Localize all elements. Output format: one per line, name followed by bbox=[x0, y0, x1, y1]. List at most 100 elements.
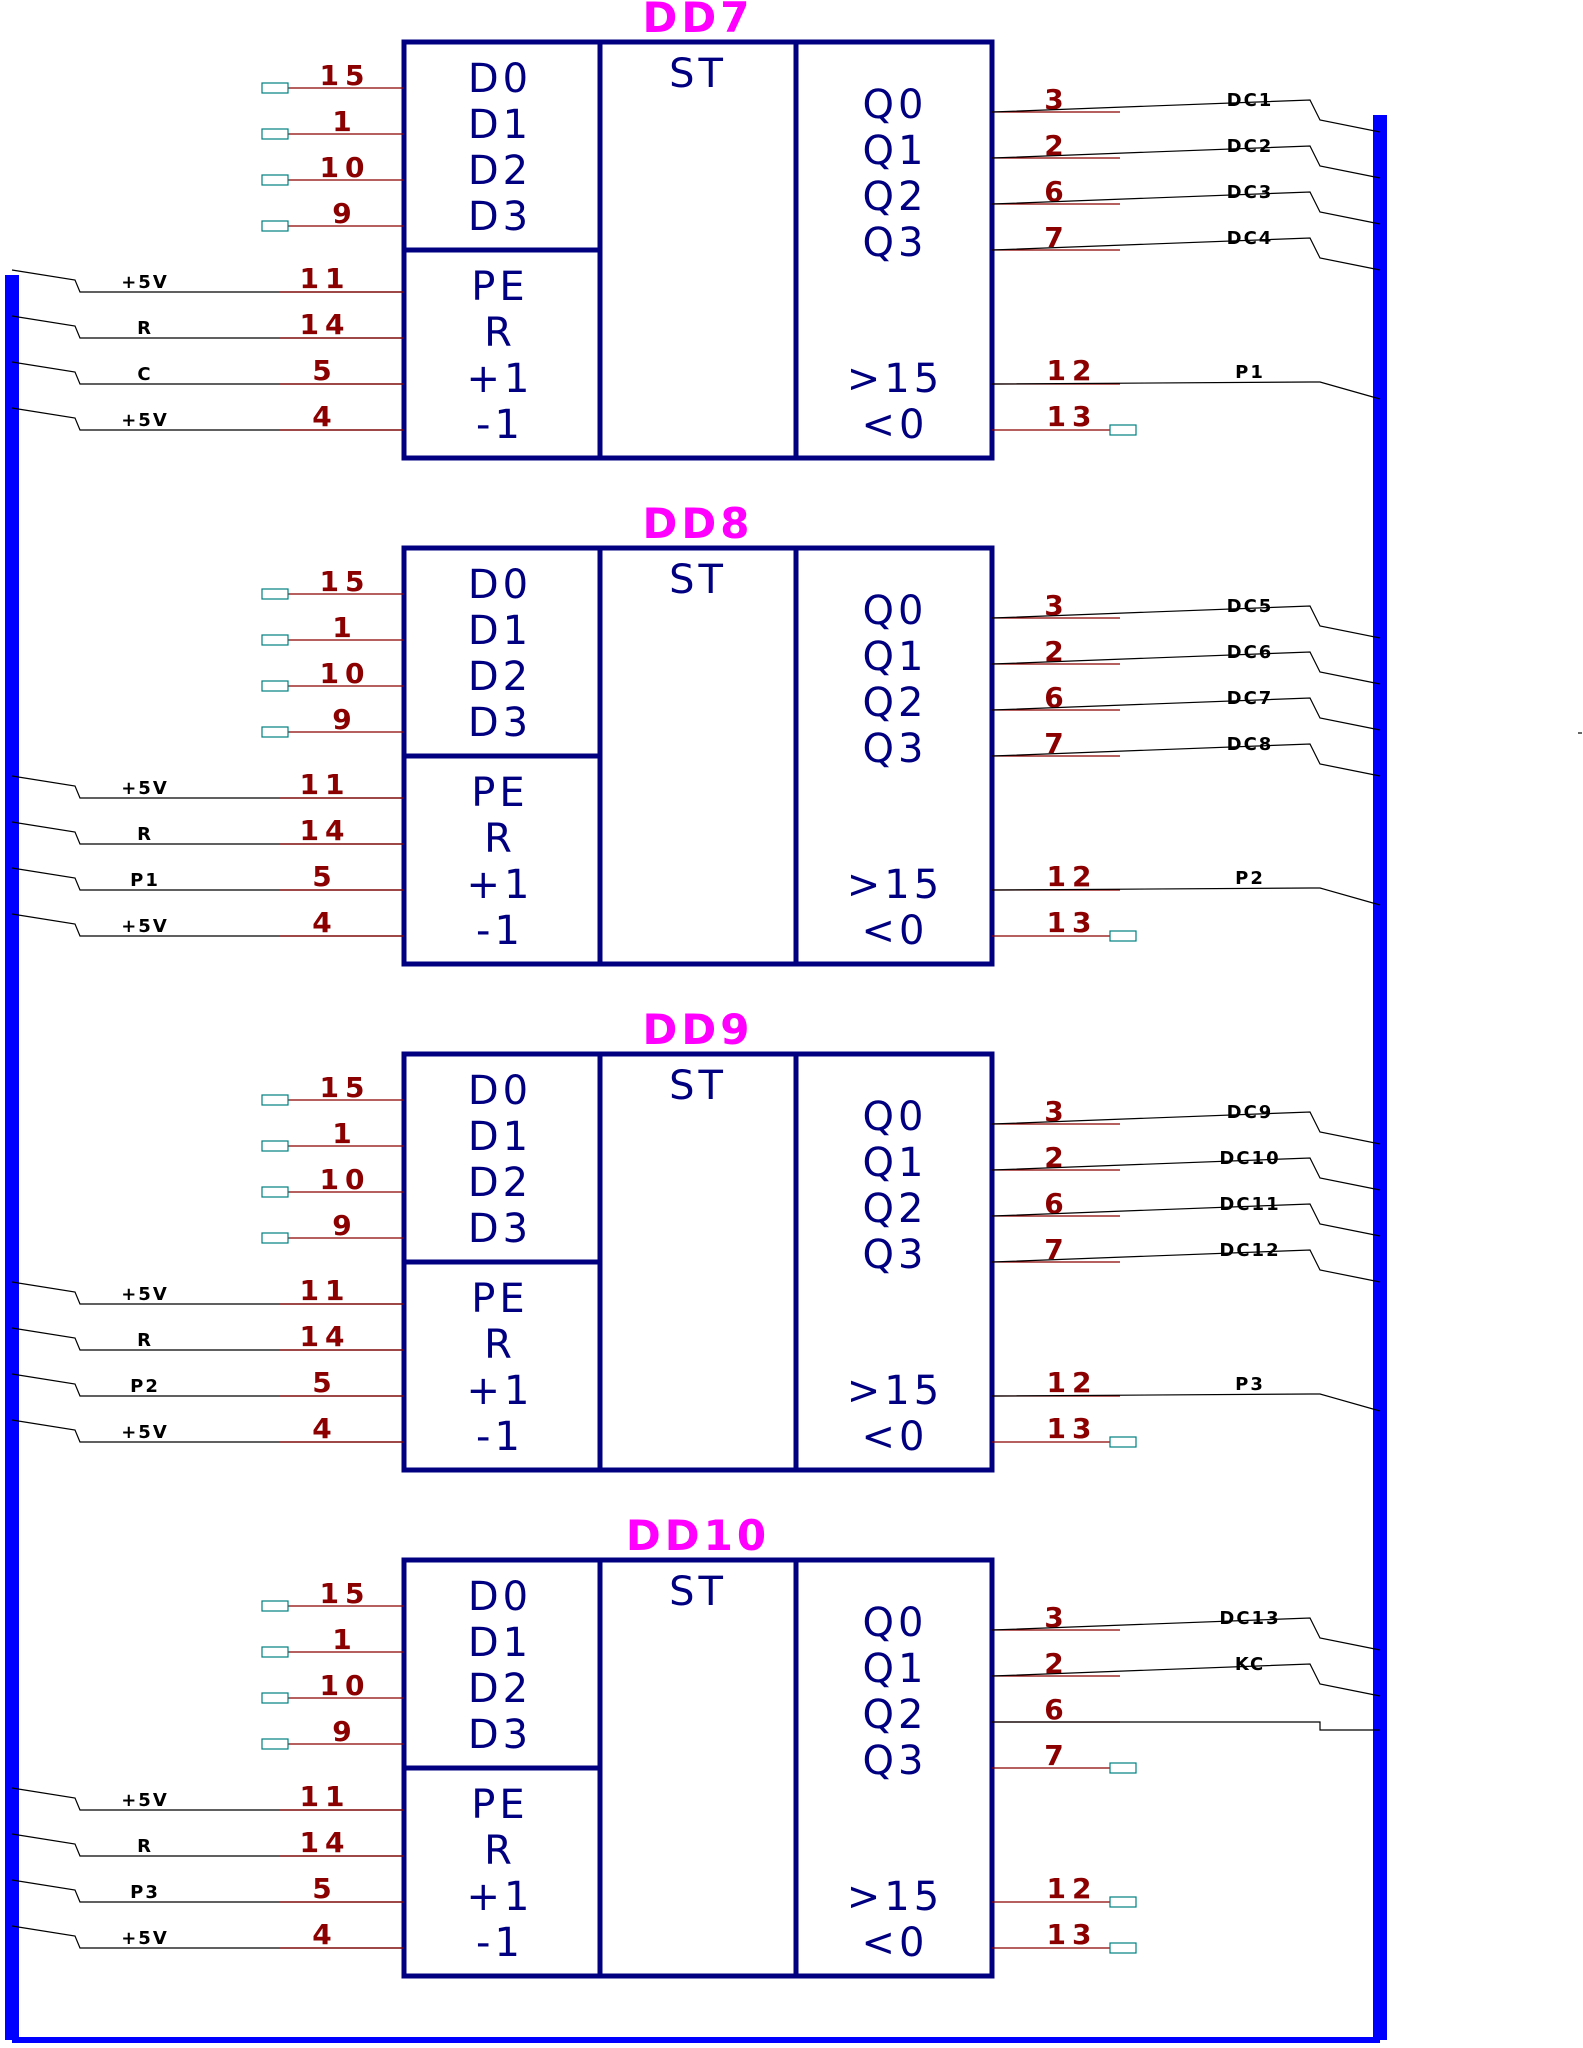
pin-label: D1 bbox=[468, 1620, 532, 1666]
pin-label: Q2 bbox=[863, 174, 928, 220]
pin-label: D0 bbox=[468, 1068, 532, 1114]
net-label: P3 bbox=[1235, 1374, 1265, 1395]
unconnected-port bbox=[261, 220, 289, 232]
pin-label: Q2 bbox=[863, 680, 928, 726]
unconnected-port bbox=[1109, 1762, 1137, 1774]
pin-label: D2 bbox=[468, 1666, 532, 1712]
unconnected-port bbox=[1109, 424, 1137, 436]
pin-number: 11 bbox=[300, 768, 351, 801]
pin-label: D3 bbox=[468, 194, 532, 240]
unconnected-port bbox=[1109, 1896, 1137, 1908]
net-label: DC7 bbox=[1227, 688, 1274, 709]
pin-number: 11 bbox=[300, 1780, 351, 1813]
pin-number: 15 bbox=[320, 1071, 371, 1104]
net-label: DC11 bbox=[1219, 1194, 1280, 1215]
pin-number: 6 bbox=[1044, 1693, 1069, 1726]
net-label: C bbox=[137, 364, 152, 385]
control-wire bbox=[11, 1281, 404, 1305]
st-label: ST bbox=[669, 1063, 727, 1109]
net-label: +5V bbox=[121, 1422, 169, 1443]
pin-number: 10 bbox=[320, 1669, 371, 1702]
pin-label: Q3 bbox=[863, 726, 928, 772]
net-label: KC bbox=[1235, 1654, 1265, 1675]
carry-net-wire bbox=[991, 887, 1381, 906]
pin-label: D3 bbox=[468, 700, 532, 746]
pin-number: 13 bbox=[1047, 906, 1098, 939]
pin-number: 2 bbox=[1044, 129, 1069, 162]
chip-title: DD9 bbox=[643, 1005, 754, 1054]
pin-number: 2 bbox=[1044, 1647, 1069, 1680]
pin-number: 5 bbox=[312, 1872, 337, 1905]
net-label: DC10 bbox=[1219, 1148, 1280, 1169]
pin-number: 13 bbox=[1047, 400, 1098, 433]
pin-number: 7 bbox=[1044, 727, 1069, 760]
chip-title: DD8 bbox=[643, 499, 754, 548]
pin-number: 4 bbox=[312, 1412, 337, 1445]
pin-number: 4 bbox=[312, 400, 337, 433]
unconnected-port bbox=[261, 128, 289, 140]
pin-number: 14 bbox=[300, 308, 351, 341]
unconnected-port bbox=[261, 588, 289, 600]
net-label: DC13 bbox=[1219, 1608, 1280, 1629]
net-label: +5V bbox=[121, 272, 169, 293]
net-label: +5V bbox=[121, 1284, 169, 1305]
output-net-wire bbox=[991, 651, 1381, 685]
output-net-wire bbox=[991, 743, 1381, 777]
pin-label: PE bbox=[471, 264, 528, 310]
output-net-wire bbox=[991, 1663, 1381, 1697]
pin-label: D2 bbox=[468, 1160, 532, 1206]
unconnected-port bbox=[261, 1232, 289, 1244]
pin-number: 10 bbox=[320, 151, 371, 184]
control-wire bbox=[11, 361, 404, 385]
pin-label: PE bbox=[471, 1782, 528, 1828]
net-label: +5V bbox=[121, 1928, 169, 1949]
net-label: R bbox=[137, 318, 153, 339]
pin-number: 10 bbox=[320, 1163, 371, 1196]
pin-label: D1 bbox=[468, 102, 532, 148]
pin-label: PE bbox=[471, 1276, 528, 1322]
st-label: ST bbox=[669, 557, 727, 603]
pin-label: R bbox=[484, 1322, 516, 1368]
unconnected-port bbox=[261, 726, 289, 738]
pin-label: Q1 bbox=[863, 1140, 928, 1186]
pin-number: 3 bbox=[1044, 1601, 1069, 1634]
output-net-wire bbox=[991, 145, 1381, 179]
control-wire bbox=[11, 913, 404, 937]
net-label: P1 bbox=[130, 870, 160, 891]
pin-label: R bbox=[484, 310, 516, 356]
pin-number: 13 bbox=[1047, 1412, 1098, 1445]
pin-label: D0 bbox=[468, 1574, 532, 1620]
pin-label: Q3 bbox=[863, 220, 928, 266]
net-label: P2 bbox=[1235, 868, 1265, 889]
net-label: DC1 bbox=[1227, 90, 1274, 111]
pin-number: 11 bbox=[300, 1274, 351, 1307]
output-net-wire bbox=[991, 237, 1381, 271]
net-label: DC12 bbox=[1219, 1240, 1280, 1261]
net-label: P2 bbox=[130, 1376, 160, 1397]
pin-label: -1 bbox=[476, 1414, 524, 1460]
control-wire bbox=[11, 821, 404, 845]
chip-title: DD10 bbox=[626, 1511, 770, 1560]
carry-net-wire bbox=[991, 1393, 1381, 1412]
control-wire bbox=[11, 1327, 404, 1351]
control-wire bbox=[11, 1419, 404, 1443]
control-wire bbox=[11, 1373, 404, 1397]
pin-number: 1 bbox=[332, 105, 357, 138]
pin-number: 5 bbox=[312, 860, 337, 893]
pin-number: 7 bbox=[1044, 1739, 1069, 1772]
pin-label: D3 bbox=[468, 1206, 532, 1252]
net-label: P1 bbox=[1235, 362, 1265, 383]
net-label: DC5 bbox=[1227, 596, 1274, 617]
pin-label: D1 bbox=[468, 1114, 532, 1160]
unconnected-port bbox=[261, 1600, 289, 1612]
control-wire bbox=[11, 1879, 404, 1903]
net-label: R bbox=[137, 824, 153, 845]
pin-label: D0 bbox=[468, 562, 532, 608]
pin-number: 9 bbox=[332, 197, 357, 230]
net-label: +5V bbox=[121, 1790, 169, 1811]
pin-number: 5 bbox=[312, 1366, 337, 1399]
unconnected-port bbox=[261, 82, 289, 94]
pin-label: Q0 bbox=[863, 588, 928, 634]
